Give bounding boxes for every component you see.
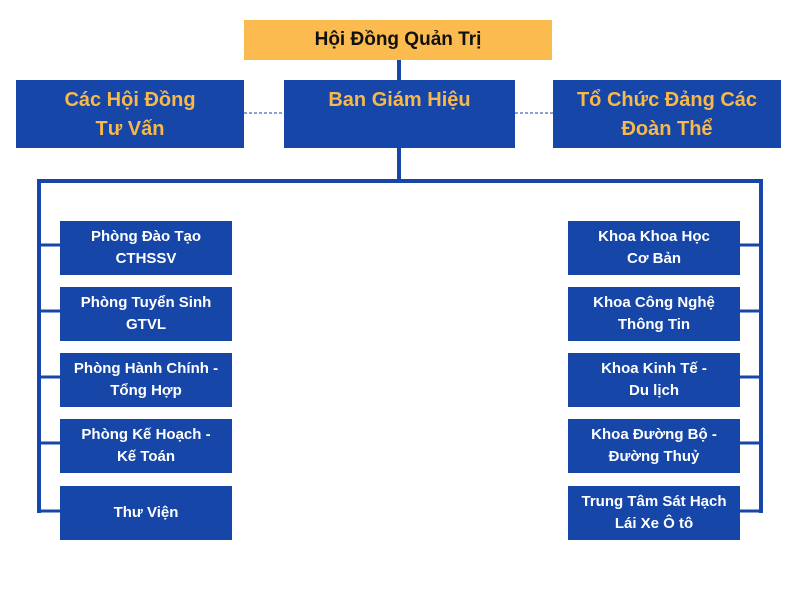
advisory-councils-box: Các Hội Đồng Tư Vấn [16, 80, 244, 148]
left-unit-box: Thư Viện [60, 486, 232, 540]
right-unit-box: Trung Tâm Sát Hạch Lái Xe Ô tô [568, 486, 740, 540]
right-unit-box: Khoa Công Nghệ Thông Tin [568, 287, 740, 341]
right-unit-box: Khoa Khoa Học Cơ Bản [568, 221, 740, 275]
left-unit-box: Phòng Kế Hoạch - Kế Toán [60, 419, 232, 473]
principal-board-box: Ban Giám Hiệu [284, 80, 515, 148]
right-unit-box: Khoa Đường Bộ - Đường Thuỷ [568, 419, 740, 473]
right-unit-box: Khoa Kinh Tế - Du lịch [568, 353, 740, 407]
left-unit-box: Phòng Đào Tạo CTHSSV [60, 221, 232, 275]
board-of-directors-box: Hội Đồng Quản Trị [244, 20, 552, 60]
left-unit-box: Phòng Tuyển Sinh GTVL [60, 287, 232, 341]
party-organizations-box: Tổ Chức Đảng Các Đoàn Thể [553, 80, 781, 148]
left-unit-box: Phòng Hành Chính - Tổng Hợp [60, 353, 232, 407]
